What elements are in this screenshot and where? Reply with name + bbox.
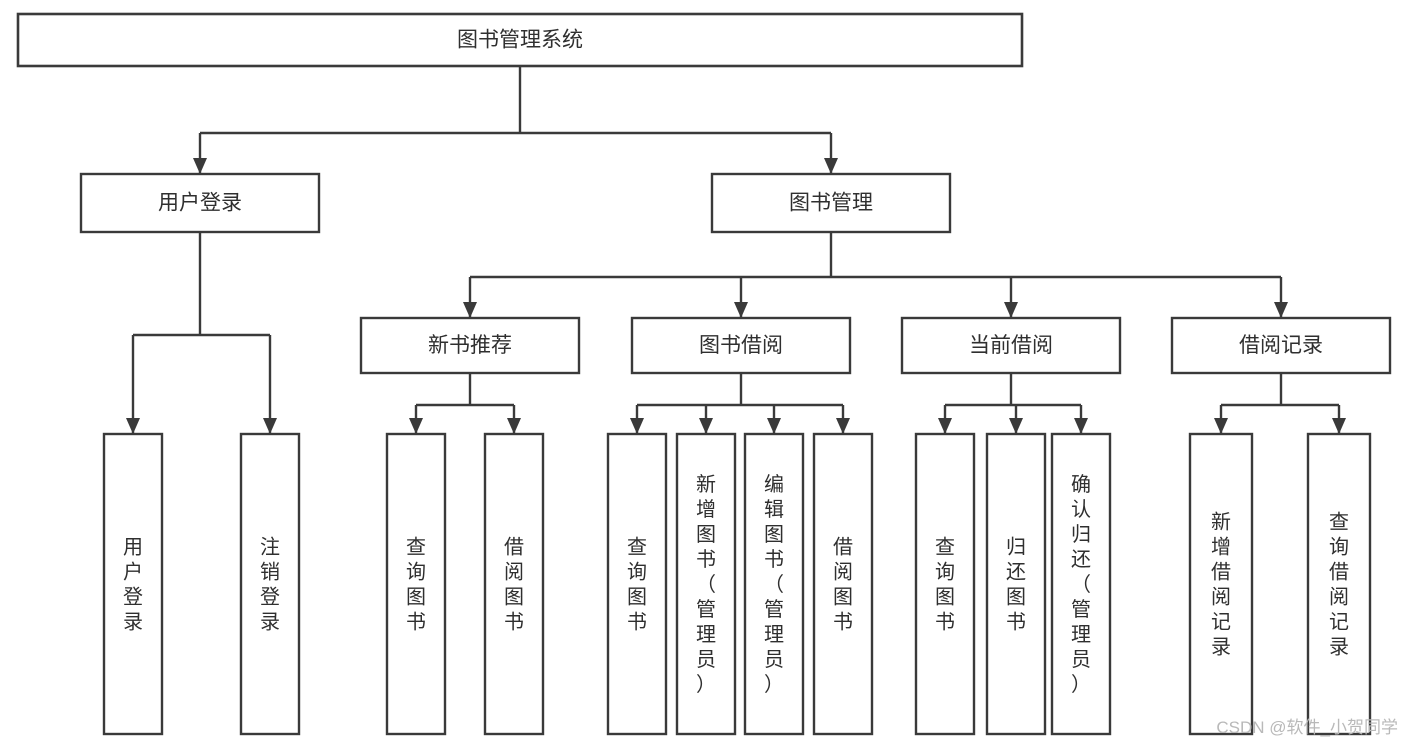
- node-rec-query-record[interactable]: 查询借阅记录: [1306, 432, 1372, 736]
- node-layer: 图书管理系统用户登录图书管理新书推荐图书借阅当前借阅借阅记录用户登录注销登录查询…: [16, 12, 1392, 736]
- node-borrow-add-book[interactable]: 新增图书（管理员）: [675, 432, 737, 736]
- arrow-head-icon: [630, 418, 644, 434]
- leaf-node-box: [743, 432, 805, 736]
- node-rec-query-book[interactable]: 查询图书: [385, 432, 447, 736]
- leaf-node-label: 查询图书: [935, 536, 955, 634]
- root-node-label: 图书管理系统: [457, 29, 583, 52]
- node-user-login-action[interactable]: 用户登录: [102, 432, 164, 736]
- arrow-head-icon: [463, 302, 477, 318]
- root-node-box: [16, 12, 1024, 68]
- arrow-head-icon: [1074, 418, 1088, 434]
- level3-node-box: [900, 316, 1122, 375]
- node-cur-query-book[interactable]: 查询图书: [914, 432, 976, 736]
- arrow-head-icon: [938, 418, 952, 434]
- node-rec-add-record[interactable]: 新增借阅记录: [1188, 432, 1254, 736]
- connector-group: [463, 232, 1288, 318]
- leaf-node-box: [385, 432, 447, 736]
- connector-group: [938, 373, 1088, 434]
- arrow-head-icon: [193, 158, 207, 174]
- leaf-node-box: [1050, 432, 1112, 736]
- node-rec-borrow-book[interactable]: 借阅图书: [483, 432, 545, 736]
- arrow-head-icon: [767, 418, 781, 434]
- node-book-borrow[interactable]: 图书借阅: [630, 316, 852, 375]
- connector-group: [126, 232, 277, 434]
- leaf-node-label: 用户登录: [123, 537, 143, 634]
- node-new-book-recommend[interactable]: 新书推荐: [359, 316, 581, 375]
- connector-group: [630, 373, 850, 434]
- leaf-node-label: 新增图书（管理员）: [696, 473, 716, 696]
- leaf-node-box: [102, 432, 164, 736]
- arrow-head-icon: [126, 418, 140, 434]
- leaf-node-box: [239, 432, 301, 736]
- level3-node-label: 图书借阅: [699, 334, 783, 357]
- leaf-node-label: 查询图书: [406, 536, 426, 634]
- leaf-node-label: 借阅图书: [504, 536, 524, 634]
- leaf-node-label: 确认归还（管理员）: [1071, 473, 1091, 696]
- arrow-head-icon: [1004, 302, 1018, 318]
- level2-node-box: [710, 172, 952, 234]
- node-borrow-do-borrow[interactable]: 借阅图书: [812, 432, 874, 736]
- leaf-node-box: [483, 432, 545, 736]
- connector-group: [409, 373, 521, 434]
- leaf-node-label: 查询图书: [627, 536, 647, 634]
- connector-layer: [126, 66, 1346, 434]
- level2-node-box: [79, 172, 321, 234]
- level3-node-box: [630, 316, 852, 375]
- arrow-head-icon: [1009, 418, 1023, 434]
- arrow-head-icon: [409, 418, 423, 434]
- node-current-borrow[interactable]: 当前借阅: [900, 316, 1122, 375]
- node-user-login[interactable]: 用户登录: [79, 172, 321, 234]
- leaf-node-box: [812, 432, 874, 736]
- arrow-head-icon: [1214, 418, 1228, 434]
- node-root[interactable]: 图书管理系统: [16, 12, 1024, 68]
- arrow-head-icon: [507, 418, 521, 434]
- node-book-manage[interactable]: 图书管理: [710, 172, 952, 234]
- arrow-head-icon: [1274, 302, 1288, 318]
- connector-group: [1214, 373, 1346, 434]
- level3-node-label: 新书推荐: [428, 334, 512, 357]
- level2-node-label: 图书管理: [789, 192, 873, 215]
- leaf-node-label: 注销登录: [260, 536, 280, 634]
- node-user-logout-action[interactable]: 注销登录: [239, 432, 301, 736]
- leaf-node-label: 编辑图书（管理员）: [764, 473, 784, 696]
- leaf-node-label: 新增借阅记录: [1211, 511, 1231, 659]
- node-cur-confirm-return[interactable]: 确认归还（管理员）: [1050, 432, 1112, 736]
- leaf-node-box: [985, 432, 1047, 736]
- arrow-head-icon: [836, 418, 850, 434]
- level3-node-label: 当前借阅: [969, 334, 1053, 357]
- level3-node-label: 借阅记录: [1239, 334, 1323, 357]
- leaf-node-label: 归还图书: [1006, 536, 1026, 634]
- leaf-node-box: [1188, 432, 1254, 736]
- node-borrow-query-book[interactable]: 查询图书: [606, 432, 668, 736]
- arrow-head-icon: [1332, 418, 1346, 434]
- leaf-node-box: [606, 432, 668, 736]
- node-cur-return-book[interactable]: 归还图书: [985, 432, 1047, 736]
- leaf-node-label: 借阅图书: [833, 536, 853, 634]
- csdn-watermark: CSDN @软件_小贺同学: [1216, 718, 1398, 737]
- level3-node-box: [359, 316, 581, 375]
- leaf-node-label: 查询借阅记录: [1329, 511, 1349, 659]
- node-borrow-record[interactable]: 借阅记录: [1170, 316, 1392, 375]
- arrow-head-icon: [699, 418, 713, 434]
- leaf-node-box: [914, 432, 976, 736]
- leaf-node-box: [675, 432, 737, 736]
- level3-node-box: [1170, 316, 1392, 375]
- arrow-head-icon: [824, 158, 838, 174]
- level2-node-label: 用户登录: [158, 192, 242, 215]
- arrow-head-icon: [734, 302, 748, 318]
- node-borrow-edit-book[interactable]: 编辑图书（管理员）: [743, 432, 805, 736]
- connector-group: [193, 66, 838, 174]
- arrow-head-icon: [263, 418, 277, 434]
- leaf-node-box: [1306, 432, 1372, 736]
